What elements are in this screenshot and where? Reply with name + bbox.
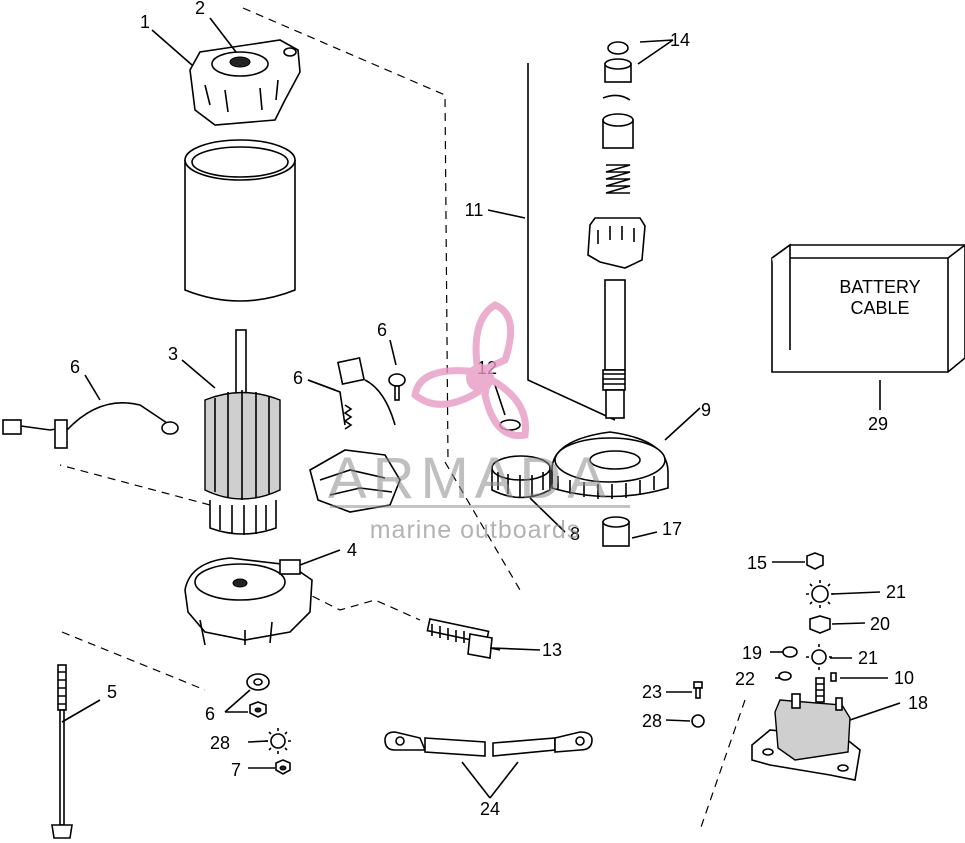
part-3-armature	[204, 329, 281, 535]
callout-6-screw: 6	[377, 320, 387, 340]
battery-label-line-1: BATTERY	[839, 277, 920, 297]
callout-7: 7	[231, 760, 241, 780]
callout-19: 19	[742, 643, 762, 663]
callout-13: 13	[542, 640, 562, 660]
callout-15: 15	[747, 553, 767, 573]
callout-6-brush: 6	[293, 368, 303, 388]
callout-21-bottom: 21	[858, 648, 878, 668]
watermark-title: ARMADA	[328, 446, 612, 511]
callout-6-wire: 6	[70, 357, 80, 377]
part-24-cables	[384, 731, 593, 757]
callout-21-top: 21	[886, 582, 906, 602]
callout-5: 5	[107, 682, 117, 702]
watermark-subtitle: marine outboards	[370, 516, 581, 544]
part-29-battery-cable-box: BATTERY CABLE	[771, 243, 965, 373]
callout-17: 17	[662, 519, 682, 539]
hardware-washer-nut-set	[246, 673, 291, 775]
callout-8: 8	[570, 524, 580, 544]
callout-28-left: 28	[210, 733, 230, 753]
part-8-pinion-gear	[491, 455, 551, 499]
part-6-lead-wire	[2, 402, 179, 449]
part-11-drive-assembly	[527, 41, 646, 421]
callout-2: 2	[195, 0, 205, 18]
callout-24: 24	[480, 799, 500, 819]
callout-14: 14	[670, 30, 690, 50]
callout-10: 10	[894, 668, 914, 688]
callout-22: 22	[735, 669, 755, 689]
leader-lines	[61, 17, 901, 799]
callout-20: 20	[870, 614, 890, 634]
alignment-dashed-lines	[59, 7, 746, 831]
callout-18: 18	[908, 693, 928, 713]
callout-11: 11	[465, 200, 484, 220]
callout-3: 3	[168, 344, 178, 364]
part-13-bolt	[426, 617, 493, 659]
part-18-solenoid	[751, 677, 861, 781]
callout-6-washer: 6	[205, 704, 215, 724]
brush-plate-assembly	[309, 357, 406, 513]
propeller-logo	[411, 301, 530, 439]
part-17-bushing	[602, 516, 630, 547]
callout-29: 29	[868, 414, 888, 434]
part-9-large-gear	[551, 431, 669, 499]
part-4-drive-end-head	[184, 557, 313, 646]
callout-9: 9	[701, 400, 711, 420]
callout-1: 1	[140, 12, 150, 32]
callout-4: 4	[347, 540, 357, 560]
callout-23: 23	[642, 682, 662, 702]
callout-28-right: 28	[642, 711, 662, 731]
part-1-end-cap	[189, 39, 301, 126]
field-frame-housing	[184, 139, 296, 302]
battery-label-line-2: CABLE	[850, 298, 909, 318]
part-5-through-bolt	[51, 664, 73, 839]
armada-watermark: ARMADA marine outboards	[328, 301, 630, 544]
solenoid-hardware	[691, 552, 837, 728]
